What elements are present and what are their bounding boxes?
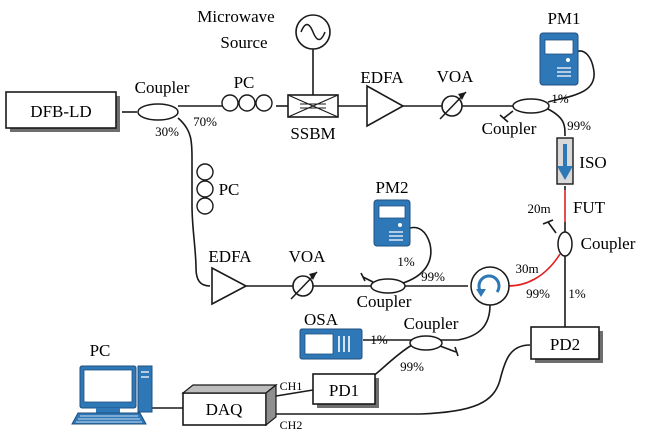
fut-fiber-30m [507, 253, 561, 287]
wire-pd2-to-daq [270, 344, 531, 415]
pd2: PD2 [530, 326, 603, 363]
coupler-top: Coupler 30% 70% [135, 78, 217, 139]
pm1-1pct: 1% [551, 91, 569, 106]
right-99pct: 99% [526, 286, 550, 301]
coupler-osa-label: Coupler [404, 314, 459, 333]
computer: PC [71, 341, 153, 425]
iso-label: ISO [579, 153, 606, 172]
fiber-lower-branch [177, 117, 211, 287]
pc-top-label: PC [234, 73, 255, 92]
fiber-coupler-to-iso [547, 108, 566, 137]
osa-99pct: 99% [400, 359, 424, 374]
pc-vertical-label: PC [219, 180, 240, 199]
voa-bottom-label: VOA [289, 247, 327, 266]
edfa-top: EDFA [360, 68, 405, 128]
fiber-osa-terminated [439, 345, 457, 353]
fut-label: FUT [573, 198, 606, 217]
circulator [470, 266, 510, 306]
edfa-bottom: EDFA [208, 247, 252, 306]
right-1pct: 1% [568, 286, 586, 301]
pc-top: PC [221, 73, 273, 112]
fiber-to-pm2 [402, 226, 432, 284]
isolator: ISO [556, 137, 607, 185]
pm2-1pct: 1% [397, 254, 415, 269]
voa-bottom: VOA [289, 247, 327, 300]
pm1-99pct: 99% [567, 118, 591, 133]
term-right [542, 219, 554, 225]
term-pm1 [499, 114, 509, 123]
microwave-source: Microwave Source [197, 7, 331, 52]
pc-vertical: PC [196, 163, 240, 215]
pm2-label: PM2 [375, 178, 408, 197]
pd2-label: PD2 [550, 335, 580, 354]
coupler-right: Coupler 30m 99% 1% [515, 231, 636, 301]
pm2: PM2 [373, 178, 411, 247]
term-osa [454, 346, 459, 357]
fiber-pm2-terminated [362, 276, 374, 283]
pd1-label: PD1 [329, 381, 359, 400]
wire-pd1-to-daq [269, 389, 314, 398]
coupler-pm1-label: Coupler [482, 119, 537, 138]
osa: OSA [299, 310, 363, 360]
coupler-top-30: 30% [155, 124, 179, 139]
osa-1pct: 1% [370, 332, 388, 347]
microwave-label-1: Microwave [197, 7, 274, 26]
fut-length-20m: 20m [527, 201, 550, 216]
computer-label: PC [90, 341, 111, 360]
edfa-bottom-label: EDFA [208, 247, 252, 266]
coupler-pm1: Coupler 1% 99% [482, 91, 591, 138]
voa-top-label: VOA [437, 67, 475, 86]
fiber-to-pm1 [547, 50, 595, 103]
ssbm: SSBM [287, 94, 339, 143]
coupler-osa: Coupler 1% 99% [370, 314, 458, 374]
daq: DAQ CH1 CH2 [181, 379, 303, 432]
pm1-label: PM1 [547, 9, 580, 28]
fiber-circulator-to-coupler-osa [440, 304, 491, 341]
loop-length-30m: 30m [515, 261, 538, 276]
coupler-right-label: Coupler [581, 234, 636, 253]
ch1-label: CH1 [280, 379, 303, 393]
osa-label: OSA [304, 310, 339, 329]
pm1: PM1 [539, 9, 581, 86]
dfb-ld-label: DFB-LD [30, 102, 91, 121]
ssbm-label: SSBM [290, 124, 335, 143]
voa-top: VOA [437, 67, 475, 120]
coupler-top-label: Coupler [135, 78, 190, 97]
pd1: PD1 [312, 373, 379, 408]
edfa-top-label: EDFA [360, 68, 404, 87]
fiber-right-terminated [547, 221, 557, 234]
microwave-label-2: Source [220, 33, 267, 52]
coupler-pm2-label: Coupler [357, 292, 412, 311]
dfb-ld: DFB-LD [5, 91, 120, 132]
fiber-pm1-terminated [503, 110, 514, 119]
ch2-label: CH2 [280, 418, 303, 432]
daq-label: DAQ [206, 400, 243, 419]
term-pm2 [360, 272, 366, 282]
sine-icon [300, 23, 326, 41]
coupler-top-70: 70% [193, 114, 217, 129]
circulator-arrow-icon [477, 274, 501, 293]
coupler-pm2: Coupler 1% 99% [357, 254, 445, 311]
pm2-99pct: 99% [421, 269, 445, 284]
